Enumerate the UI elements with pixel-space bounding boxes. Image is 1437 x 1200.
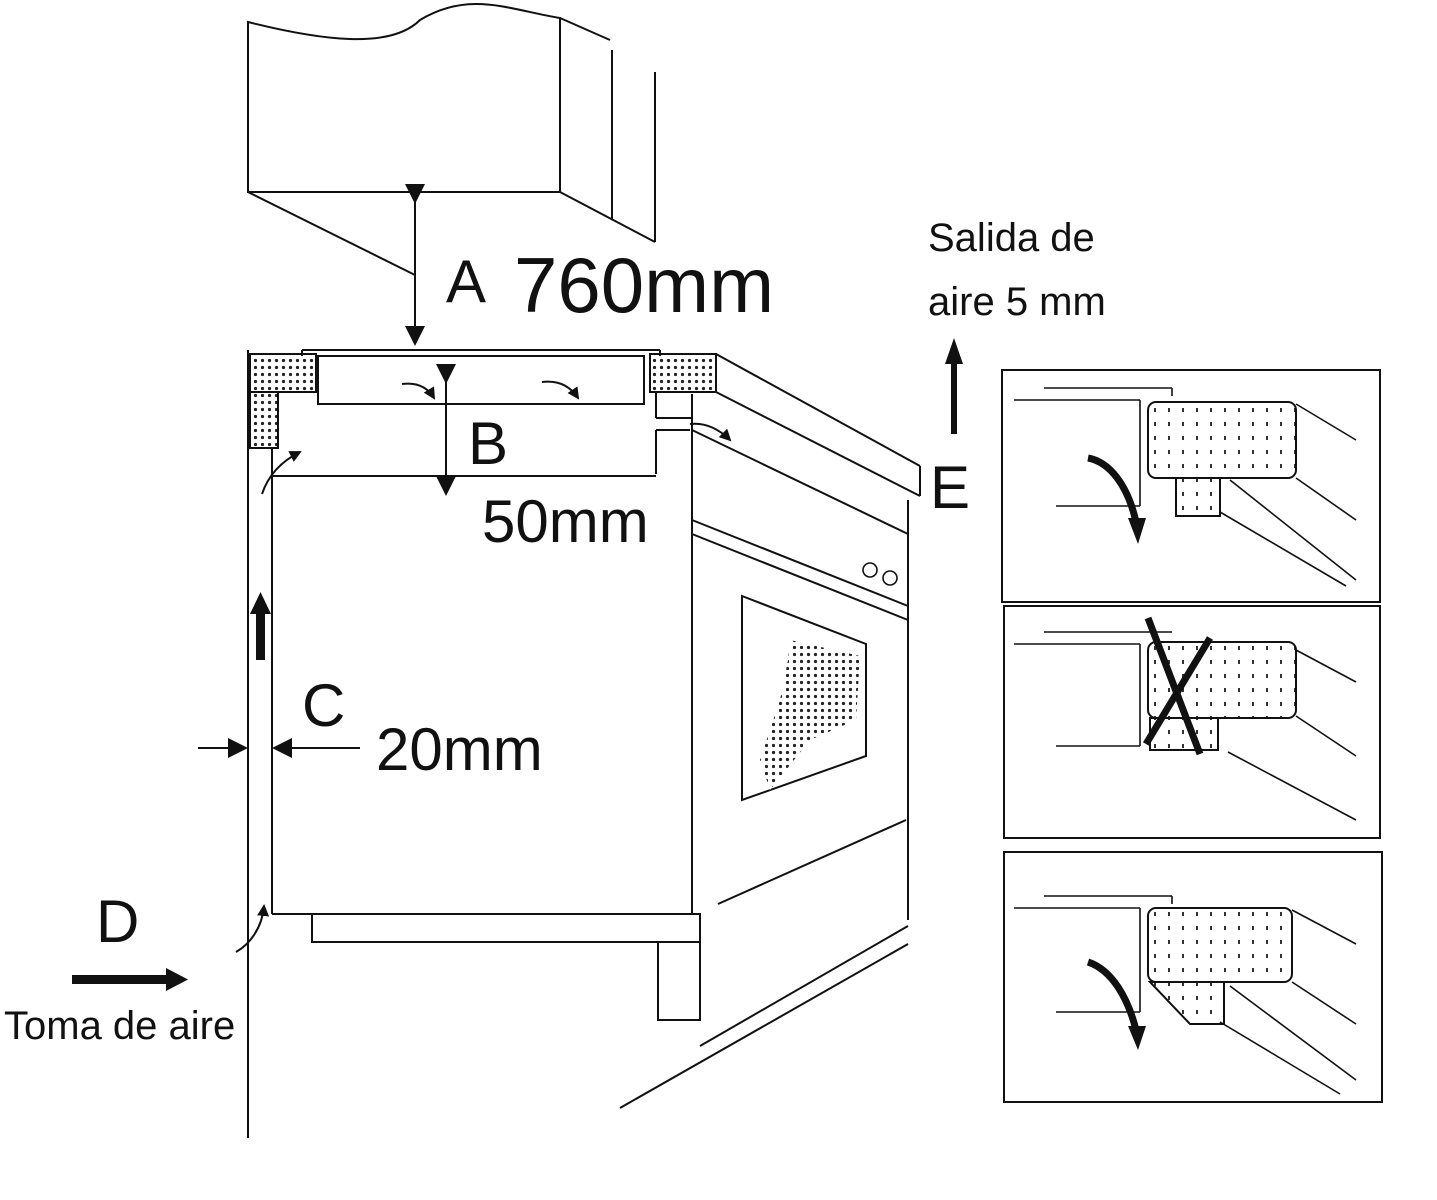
detail-panel-2	[1003, 605, 1381, 839]
cabinet-and-oven	[271, 392, 909, 1109]
label-c-letter: C	[302, 672, 346, 739]
countertop	[249, 349, 921, 497]
label-e-caption-line2: aire 5 mm	[928, 280, 1106, 324]
air-outlet-arrow	[945, 338, 963, 434]
label-e-caption-line1: Salida de	[928, 216, 1095, 260]
label-b-letter: B	[468, 410, 509, 477]
airflow-arrows-top	[261, 380, 732, 495]
label-d-letter: D	[96, 888, 140, 955]
label-e-letter: E	[930, 454, 971, 521]
detail-panel-3	[1003, 851, 1383, 1103]
label-a-value: 760mm	[514, 241, 775, 329]
airflow-arrow-up	[250, 592, 271, 660]
cross-mark-2	[1143, 636, 1213, 746]
label-c-value: 20mm	[376, 716, 543, 783]
detail-panel-1	[1001, 369, 1381, 603]
cross-mark-1	[1144, 616, 1204, 756]
dimension-b-arrow	[436, 364, 456, 496]
range-hood	[247, 3, 656, 276]
air-intake-arrow	[72, 904, 270, 991]
label-a-letter: A	[446, 248, 487, 315]
label-d-caption: Toma de aire	[4, 1004, 236, 1048]
label-b-value: 50mm	[482, 488, 649, 555]
